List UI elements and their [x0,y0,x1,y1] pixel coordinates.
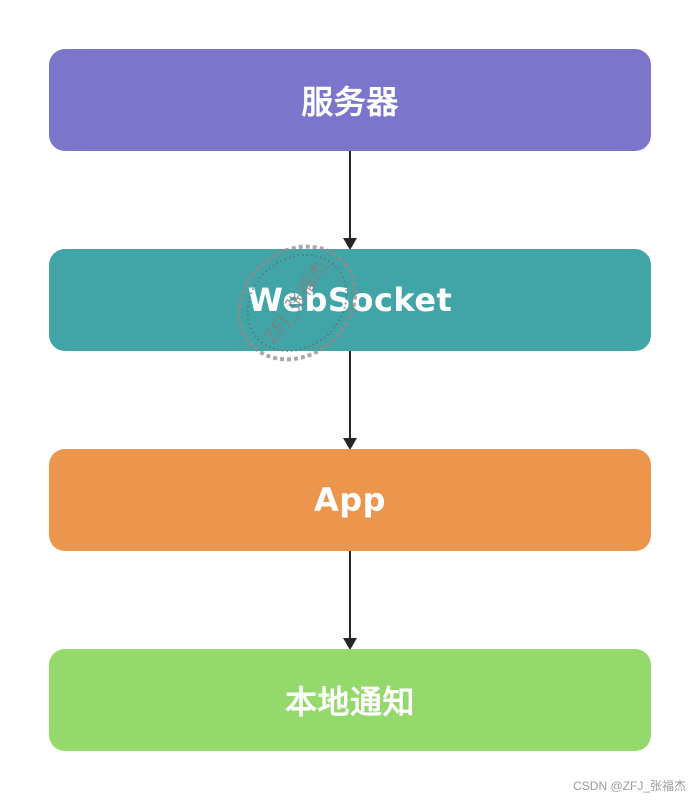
node-websocket: WebSocket [49,249,651,351]
node-app-label: App [313,481,387,519]
node-local-notification: 本地通知 [49,649,651,751]
footer-credit: CSDN @ZFJ_张福杰 [573,779,686,793]
watermark-stamp: ZFJ_张福杰 [236,244,358,362]
node-server-label: 服务器 [301,83,399,121]
node-app: App [49,449,651,551]
node-server: 服务器 [49,49,651,151]
node-local-notification-label: 本地通知 [284,683,415,721]
watermark-text: ZFJ_张福杰 [260,257,333,348]
